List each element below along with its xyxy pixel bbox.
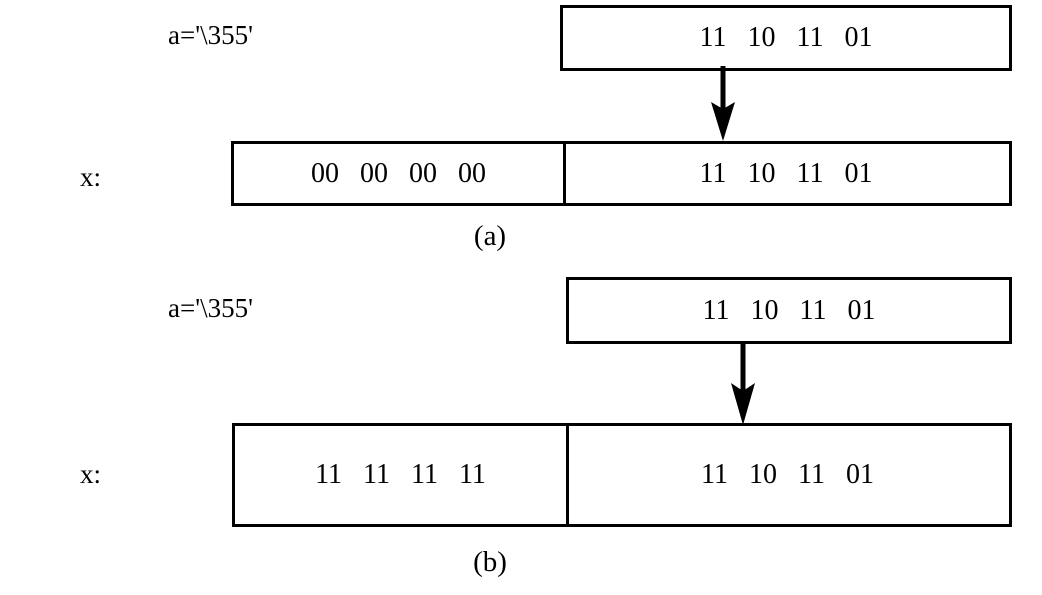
panel-b-source-byte-box: 11 10 11 01 — [566, 277, 1012, 344]
panel-a-destination-word-box: 00 00 00 00 11 10 11 01 — [231, 141, 1012, 206]
panel-a-source-bits-container: 11 10 11 01 — [563, 8, 1009, 68]
panel-a-source-byte-box: 11 10 11 01 — [560, 5, 1012, 71]
panel-a-down-arrow-icon — [700, 66, 748, 142]
panel-b-destination-high-half-bits: 11 11 11 11 — [315, 459, 486, 490]
panel-b-caption: (b) — [473, 546, 507, 578]
panel-b-destination-low-half: 11 10 11 01 — [566, 426, 1009, 524]
panel-b-destination-word-box: 11 11 11 11 11 10 11 01 — [232, 423, 1012, 527]
panel-b-destination-variable-label: x: — [80, 459, 102, 489]
panel-b-source-variable-label: a='\355' — [168, 293, 253, 323]
panel-a-destination-variable-label: x: — [80, 162, 102, 192]
panel-a-source-variable-label: a='\355' — [168, 20, 253, 50]
panel-b-destination-high-half: 11 11 11 11 — [235, 426, 569, 524]
panel-b-source-bits-container: 11 10 11 01 — [569, 280, 1009, 341]
panel-b-destination-low-half-bits: 11 10 11 01 — [701, 459, 874, 490]
panel-b-source-bits: 11 10 11 01 — [702, 294, 876, 326]
panel-a-destination-high-half-bits: 00 00 00 00 — [311, 157, 486, 189]
panel-a-source-bits: 11 10 11 01 — [699, 22, 873, 53]
panel-a-destination-low-half-bits: 11 10 11 01 — [699, 157, 873, 189]
panel-a-destination-low-half: 11 10 11 01 — [563, 144, 1009, 203]
panel-a-caption: (a) — [473, 220, 507, 252]
panel-a-destination-high-half: 00 00 00 00 — [234, 144, 566, 203]
panel-b-down-arrow-icon — [720, 344, 768, 428]
